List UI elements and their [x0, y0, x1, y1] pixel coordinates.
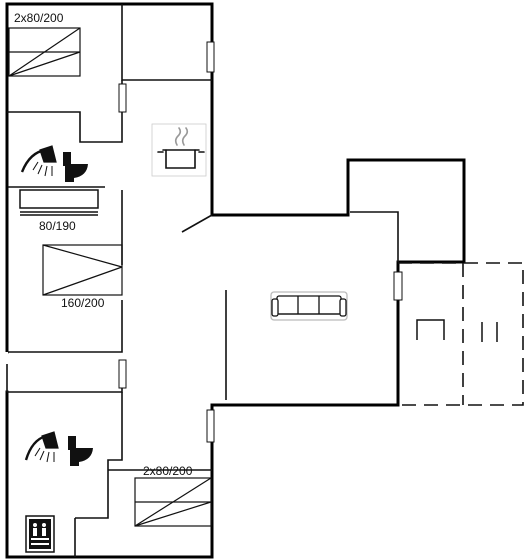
- interior-walls: [6, 4, 399, 557]
- chair-icon: [481, 322, 498, 342]
- bed-bottom-right: [134, 477, 212, 527]
- bed-label-top-left: 2x80/200: [14, 11, 64, 25]
- sofa-icon: [270, 291, 348, 321]
- toilet-icon: [68, 436, 93, 466]
- terrace: [398, 262, 524, 406]
- door-openings: [0, 41, 403, 443]
- shower-icon: [20, 145, 57, 177]
- cooking-pot-icon: [157, 127, 205, 169]
- bed-double: [42, 244, 123, 296]
- shower-icon: [24, 431, 59, 463]
- bunk-bed: [19, 189, 99, 216]
- bed-label-bottom-right: 2x80/200: [143, 464, 193, 478]
- kitchen-area: [151, 123, 207, 177]
- table-icon: [416, 319, 445, 340]
- bed-label-bunk: 80/190: [39, 219, 76, 233]
- bed-label-double: 160/200: [61, 296, 105, 310]
- sauna-icon: [25, 515, 55, 553]
- toilet-icon: [63, 152, 88, 182]
- outer-walls: [5, 2, 466, 559]
- bed-top-left: [8, 27, 81, 77]
